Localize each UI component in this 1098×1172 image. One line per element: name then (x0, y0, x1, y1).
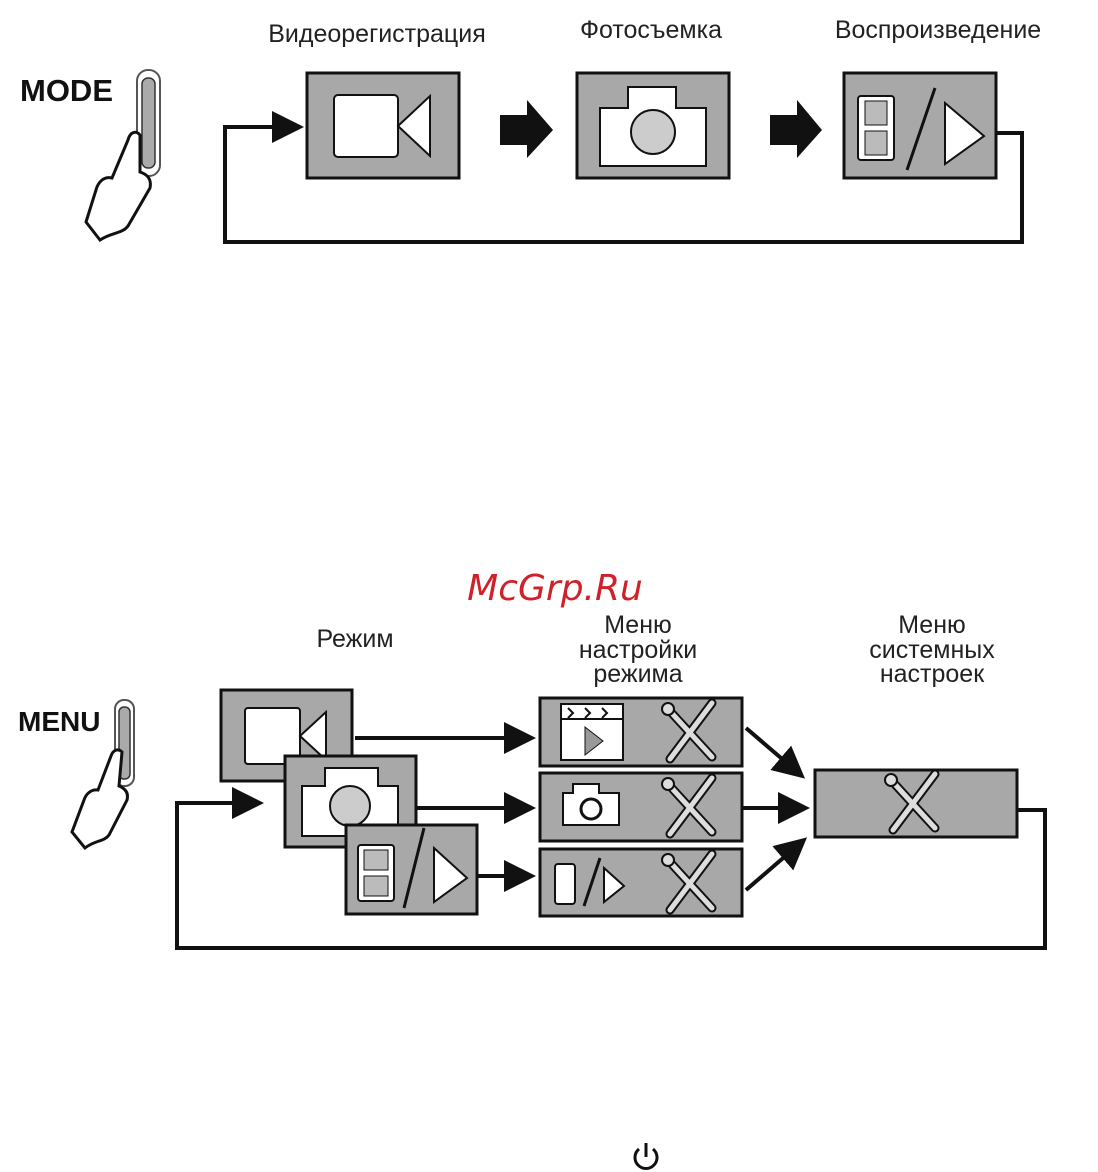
menu-mode-playback-box (344, 823, 479, 916)
menu-button-label: MENU (18, 706, 100, 737)
menu-flow-arrows (175, 722, 1047, 950)
arrow-right-2 (770, 100, 822, 158)
column-label-system-menu-3: настроек (880, 660, 985, 688)
playback-icon (857, 87, 986, 171)
mode-playback-box (842, 71, 998, 180)
hand-pointer-icon (84, 130, 152, 243)
mode-menu-photo (538, 771, 744, 843)
mode-button[interactable] (136, 69, 161, 177)
step-label-video: Видеорегистрация (268, 20, 486, 48)
mode-menu-playback (538, 847, 744, 918)
mode-loop-line (223, 111, 1024, 244)
system-menu-box (813, 768, 1019, 839)
arrow-right-1 (500, 100, 553, 158)
mode-button-label: MODE (20, 73, 113, 108)
camera-icon (599, 86, 707, 167)
mode-video-box (305, 71, 461, 180)
step-label-playback: Воспроизведение (835, 16, 1041, 44)
power-icon (633, 1143, 659, 1170)
step-label-photo: Фотосъемка (580, 16, 722, 44)
watermark: McGrp.Ru (467, 568, 643, 609)
column-label-mode-menu-3: режима (593, 660, 682, 688)
hand-pointer-icon (70, 748, 129, 851)
column-label-mode-menu-1: Меню (604, 611, 672, 639)
video-camera-icon (333, 93, 431, 159)
column-label-mode-menu-2: настройки (579, 636, 697, 664)
mode-menu-video (538, 696, 744, 768)
column-label-system-menu-2: системных (869, 636, 995, 664)
mode-photo-box (575, 71, 731, 180)
column-label-system-menu-1: Меню (898, 611, 966, 639)
column-label-mode: Режим (316, 625, 393, 653)
